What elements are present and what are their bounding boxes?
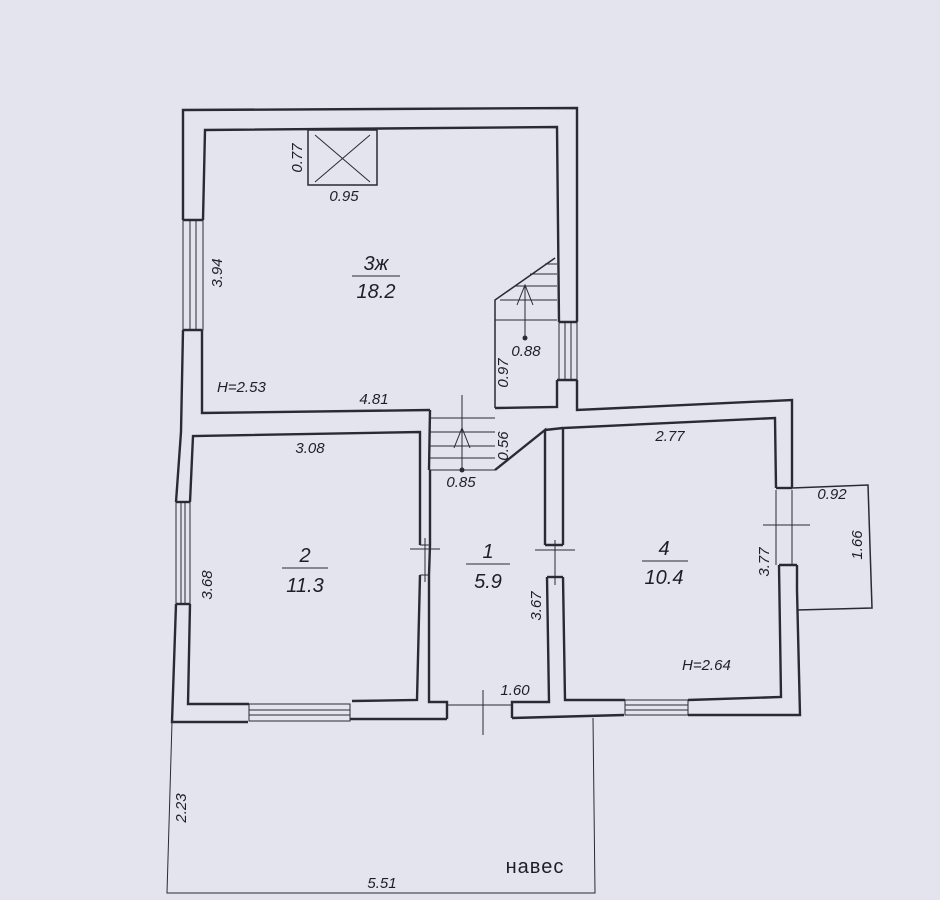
- room-1-area: 5.9: [474, 571, 502, 593]
- dim-lower-stair-height: 0.56: [495, 431, 512, 461]
- room-3-height: H=2.53: [217, 379, 266, 396]
- dim-upper-stair-width: 0.88: [511, 343, 541, 360]
- room-1-label: 1 5.9: [466, 541, 510, 593]
- dim-room-3-height: 3.94: [209, 258, 226, 287]
- room-2-label: 2 11.3: [282, 545, 328, 597]
- room-1-number: 1: [482, 541, 493, 563]
- dim-shaft-width: 0.95: [329, 188, 359, 205]
- outer-walls: [170, 106, 802, 724]
- dim-room-1-width: 1.60: [500, 682, 530, 699]
- room-4-area: 10.4: [645, 567, 684, 589]
- room-2-area: 11.3: [286, 575, 323, 597]
- room-3-area: 18.2: [357, 281, 396, 303]
- dim-room-4-height: 3.77: [756, 547, 773, 577]
- dim-room-2-height: 3.68: [199, 570, 216, 600]
- dim-room-3-width: 4.81: [359, 391, 388, 408]
- dim-upper-stair-height: 0.97: [495, 358, 512, 388]
- dim-porch-height: 1.66: [849, 530, 866, 560]
- dim-room-4-width: 2.77: [654, 428, 685, 445]
- room-3-label: 3ж 18.2: [352, 253, 400, 303]
- room-4-label: 4 10.4: [642, 538, 688, 589]
- dim-room-2-width: 3.08: [295, 440, 325, 457]
- room-4-height: H=2.64: [682, 657, 731, 674]
- dim-canopy-height: 2.23: [173, 793, 190, 824]
- porch: [791, 484, 873, 611]
- room-4-walls: [544, 416, 799, 702]
- room-4-number: 4: [658, 538, 669, 560]
- dim-porch-width: 0.92: [817, 486, 847, 503]
- canopy-label: навес: [506, 856, 565, 878]
- dim-lower-stair-width: 0.85: [446, 474, 476, 491]
- doors: [410, 490, 810, 735]
- room-3-number: 3ж: [364, 253, 390, 275]
- dim-shaft-height: 0.77: [289, 143, 306, 173]
- dim-room-1-height: 3.67: [528, 591, 545, 621]
- upper-stair: [494, 257, 557, 408]
- canopy: [166, 717, 596, 894]
- windows: [175, 219, 689, 722]
- shaft: [307, 129, 378, 186]
- dim-canopy-width: 5.51: [367, 875, 396, 892]
- lower-stair: [430, 395, 495, 473]
- room-2-walls: [176, 430, 422, 706]
- room-2-number: 2: [298, 545, 310, 567]
